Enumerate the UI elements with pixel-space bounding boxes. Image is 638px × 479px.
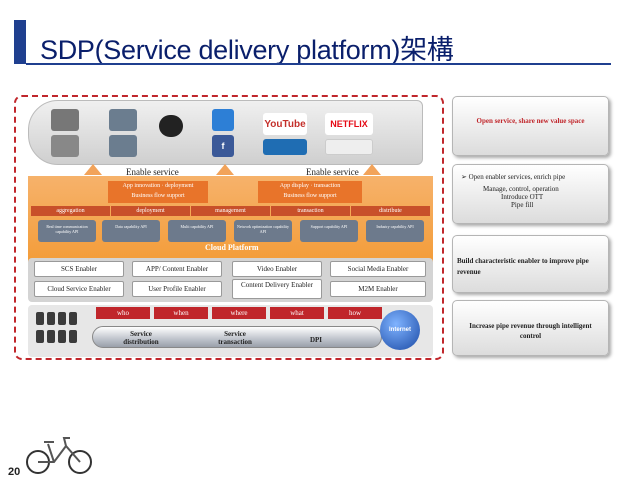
app-innovation-label: App innovation · deployment bbox=[122, 183, 194, 189]
characteristic-enabler-text: Build characteristic enabler to improve … bbox=[457, 257, 589, 276]
enabler-box: Social Media Enabler bbox=[330, 261, 426, 277]
device-icon bbox=[47, 312, 55, 325]
tab-where: where bbox=[212, 307, 266, 319]
bullet-arrow-icon: ➢ bbox=[461, 173, 469, 181]
enabler-box: APP/ Content Enabler bbox=[132, 261, 222, 277]
enabler-box: Cloud Service Enabler bbox=[34, 281, 124, 297]
business-flow-label: Business flow support bbox=[283, 193, 337, 199]
api-box: Support capability API bbox=[300, 220, 358, 242]
enabler-box: SCS Enabler bbox=[34, 261, 124, 277]
internet-globe-icon: Internet bbox=[380, 310, 420, 350]
app-icon-4 bbox=[109, 135, 137, 157]
segment-deployment: deployment bbox=[111, 206, 190, 216]
pipe-revenue-text: Increase pipe revenue through intelligen… bbox=[469, 322, 592, 340]
ott-text: Introduce OTT bbox=[501, 193, 544, 201]
right-box-2: ➢ Open enabler services, enrich pipe Man… bbox=[452, 164, 609, 224]
penguin-icon bbox=[159, 115, 183, 137]
app-icon-1 bbox=[51, 109, 79, 131]
netflix-logo: NETFLIX bbox=[325, 113, 373, 135]
arrow-up-icon bbox=[363, 164, 381, 175]
segment-management: management bbox=[191, 206, 270, 216]
pipe-fill-text: Pipe fill bbox=[511, 201, 534, 209]
api-box: Network optimization capability API bbox=[234, 220, 292, 242]
slide-number: 20 bbox=[8, 466, 21, 478]
slide-title: SDP(Service delivery platform)架構 bbox=[40, 35, 454, 65]
business-flow-label: Business flow support bbox=[131, 193, 185, 199]
enable-service-left: Enable service bbox=[126, 167, 179, 177]
api-box: Data capability API bbox=[102, 220, 160, 242]
open-service-text: Open service, share new value space bbox=[476, 117, 585, 125]
title-accent-bar bbox=[14, 20, 26, 64]
weibo-icon bbox=[325, 139, 373, 155]
tab-who: who bbox=[96, 307, 150, 319]
enabler-box: User Profile Enabler bbox=[132, 281, 222, 297]
device-icon bbox=[47, 330, 55, 343]
capability-band bbox=[28, 176, 433, 264]
service-transaction-label: Service transaction bbox=[218, 330, 252, 346]
enabler-services-text: Open enabler services, enrich pipe bbox=[468, 173, 566, 181]
right-box-1: Open service, share new value space bbox=[452, 96, 609, 156]
manage-text: Manage, control, operation bbox=[483, 185, 559, 193]
service-distribution-label: Service distribution bbox=[123, 330, 159, 346]
device-icon bbox=[69, 330, 77, 343]
internet-label: Internet bbox=[388, 327, 411, 333]
youtube-logo: YouTube bbox=[263, 113, 307, 135]
tab-when: when bbox=[154, 307, 208, 319]
facebook-icon: f bbox=[212, 135, 234, 157]
enabler-box: M2M Enabler bbox=[330, 281, 426, 297]
enabler-box: Video Enabler bbox=[232, 261, 322, 277]
app-innovation-box: App innovation · deployment Business flo… bbox=[108, 181, 208, 203]
enable-service-right: Enable service bbox=[306, 167, 359, 177]
arrow-up-icon bbox=[216, 164, 234, 175]
app-display-box: App display · transaction Business flow … bbox=[258, 181, 362, 203]
device-icon bbox=[58, 330, 66, 343]
dpi-label: DPI bbox=[309, 336, 323, 344]
tab-what: what bbox=[270, 307, 324, 319]
app-cloud: f YouTube NETFLIX bbox=[28, 100, 423, 165]
bicycle-icon bbox=[26, 437, 92, 474]
segment-transaction: transaction bbox=[271, 206, 350, 216]
device-icon bbox=[58, 312, 66, 325]
title-underline bbox=[26, 63, 611, 65]
dashed-frame bbox=[14, 95, 444, 360]
device-icon bbox=[36, 330, 44, 343]
segment-aggregation: aggregation bbox=[31, 206, 110, 216]
arrow-up-icon bbox=[84, 164, 102, 175]
enabler-box: Content Delivery Enabler bbox=[232, 279, 322, 299]
cht-icon bbox=[263, 139, 307, 155]
app-icon-2 bbox=[51, 135, 79, 157]
app-icon-3 bbox=[109, 109, 137, 131]
cloud-platform-label: Cloud Platform bbox=[205, 243, 259, 252]
api-box: Multi capability API bbox=[168, 220, 226, 242]
device-icon bbox=[36, 312, 44, 325]
api-box: Industry capability API bbox=[366, 220, 424, 242]
bullet-row: ➢ Open enabler services, enrich pipe bbox=[453, 165, 608, 181]
app-display-label: App display · transaction bbox=[279, 183, 341, 189]
segment-distribute: distribute bbox=[351, 206, 430, 216]
device-icon bbox=[69, 312, 77, 325]
api-box: Real time communication capability API bbox=[38, 220, 96, 242]
right-box-3: Build characteristic enabler to improve … bbox=[452, 235, 609, 293]
right-box-4: Increase pipe revenue through intelligen… bbox=[452, 300, 609, 356]
segment-row: aggregation deployment management transa… bbox=[31, 206, 431, 216]
app-store-icon bbox=[212, 109, 234, 131]
tab-how: how bbox=[328, 307, 382, 319]
